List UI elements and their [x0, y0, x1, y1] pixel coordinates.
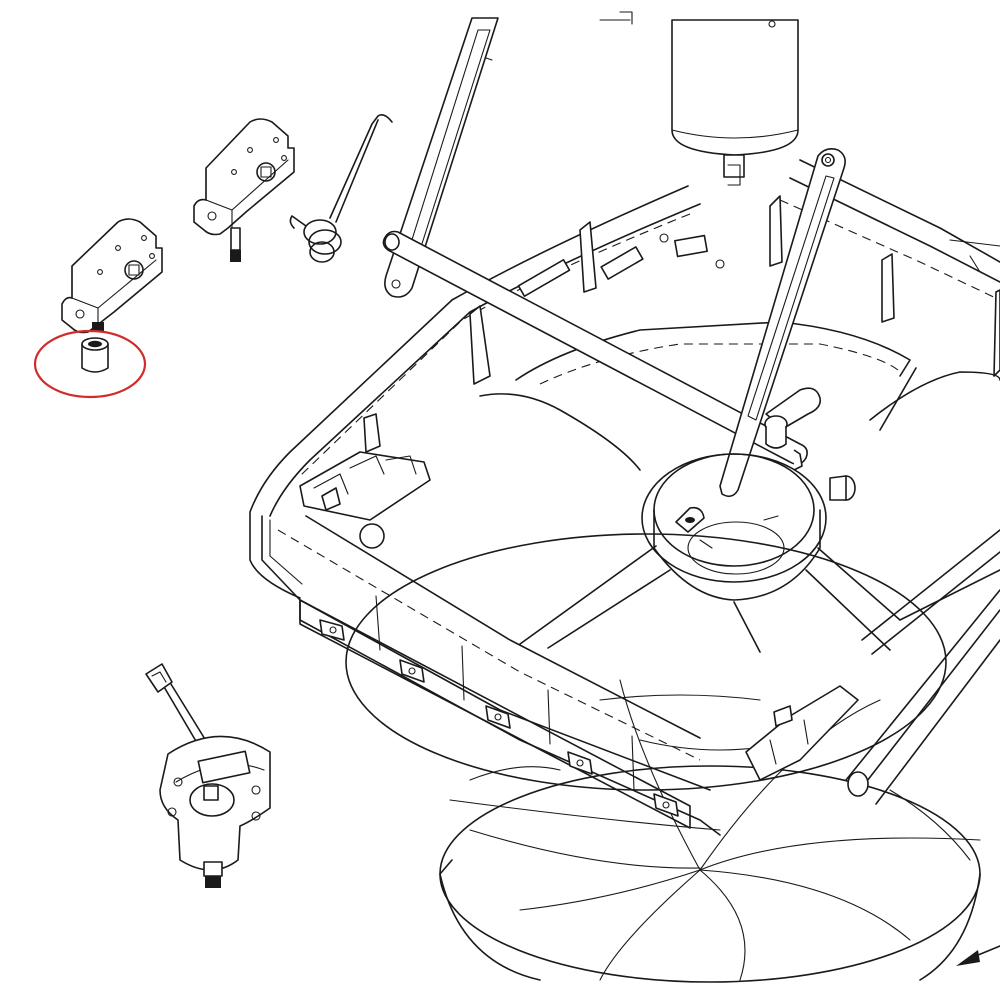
gear-bracket-upper — [193, 118, 295, 262]
direction-arrow — [956, 945, 1000, 966]
crank-coupling — [764, 387, 822, 471]
diagonal-strut — [861, 367, 1000, 655]
support-spokes — [519, 545, 1000, 653]
rail-clips — [319, 619, 679, 817]
gear-bracket-lower — [61, 218, 163, 334]
cross-bar — [382, 230, 808, 466]
highlight-ellipse — [33, 329, 147, 399]
front-rail — [299, 595, 691, 829]
corner-latch-left — [299, 413, 431, 549]
bushing — [81, 337, 109, 373]
gear-motor — [145, 663, 271, 888]
center-hub — [641, 453, 856, 601]
lift-arm-right — [719, 148, 846, 498]
fan-motor-top — [599, 11, 799, 186]
corner-latch-right — [745, 589, 1000, 805]
torsion-spring — [289, 114, 393, 263]
